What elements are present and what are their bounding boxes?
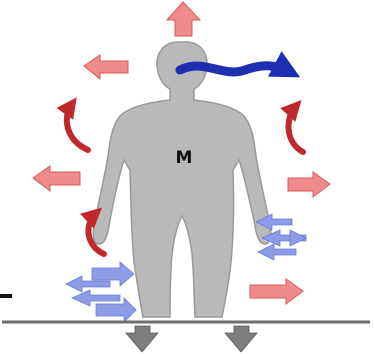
convection-curve-icon: [67, 104, 88, 150]
radiation-arrow-icon: [250, 279, 303, 304]
conduction-down-arrow-icon: [225, 326, 257, 352]
radiation-arrow-icon: [84, 55, 128, 79]
radiation-arrow-icon: [288, 172, 330, 197]
conduction-down-arrow-icon: [126, 326, 158, 352]
evaporation-arrows-icon: [256, 214, 306, 260]
up-arrow-icon: [167, 2, 200, 36]
evaporation-arrows-icon: [66, 262, 136, 322]
convection-curve-icon: [288, 106, 303, 152]
figure-label: M: [176, 148, 193, 168]
radiation-arrow-icon: [33, 166, 80, 191]
ground-marker: [0, 294, 12, 298]
